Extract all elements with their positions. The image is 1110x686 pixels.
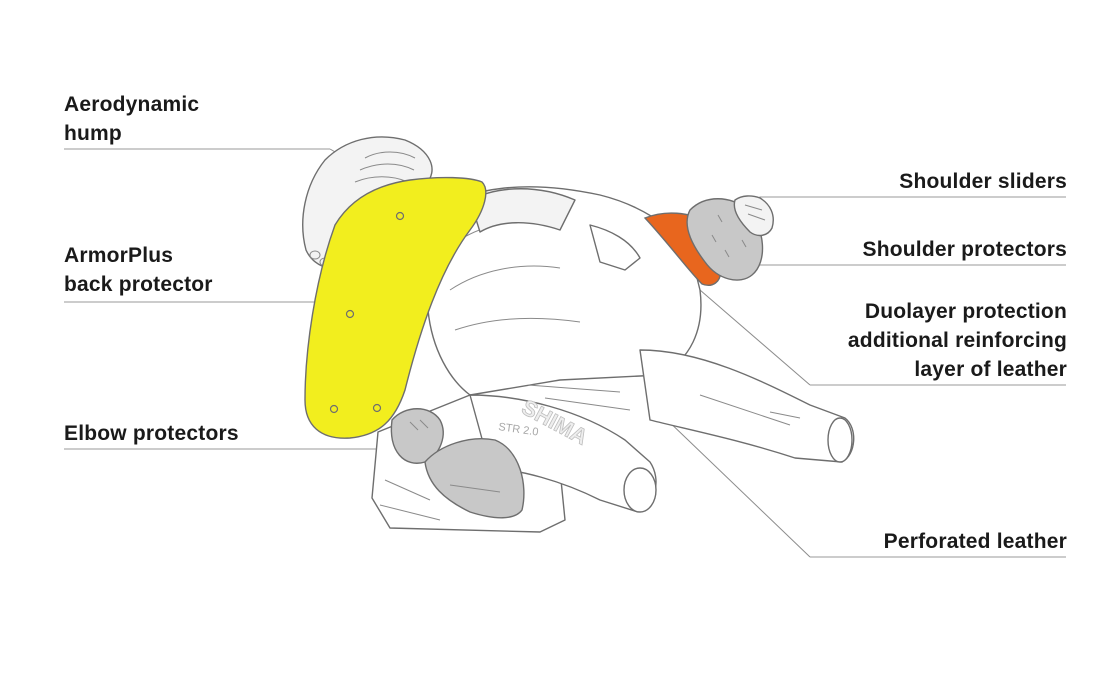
label-line: layer of leather [914, 358, 1067, 381]
label-line: Perforated leather [883, 530, 1067, 553]
label-line: back protector [64, 273, 213, 296]
label-line: Shoulder sliders [899, 170, 1067, 193]
label-elbow-protectors: Elbow protectors [64, 419, 239, 448]
label-shoulder-protectors: Shoulder protectors [863, 235, 1068, 264]
label-back-protector: ArmorPlus back protector [64, 241, 213, 299]
back-protector-icon [304, 176, 487, 439]
shoulder-slider-icon [733, 195, 774, 237]
label-line: ArmorPlus [64, 244, 174, 267]
label-perforated-leather: Perforated leather [884, 527, 1067, 556]
label-line: additional reinforcing [847, 329, 1067, 352]
label-line: hump [64, 122, 122, 145]
label-shoulder-sliders: Shoulder sliders [899, 167, 1067, 196]
label-line: Duolayer protection [864, 300, 1067, 323]
label-line: Elbow protectors [64, 422, 239, 445]
label-line: Shoulder protectors [862, 238, 1067, 261]
label-duolayer-protection: Duolayer protection additional reinforci… [848, 297, 1067, 384]
label-aerodynamic-hump: Aerodynamic hump [64, 90, 199, 148]
suit-model-print: STR 2.0 [498, 421, 540, 439]
elbow-protector-icon [390, 408, 525, 519]
label-underlines [64, 148, 1066, 558]
label-line: Aerodynamic [64, 93, 200, 116]
